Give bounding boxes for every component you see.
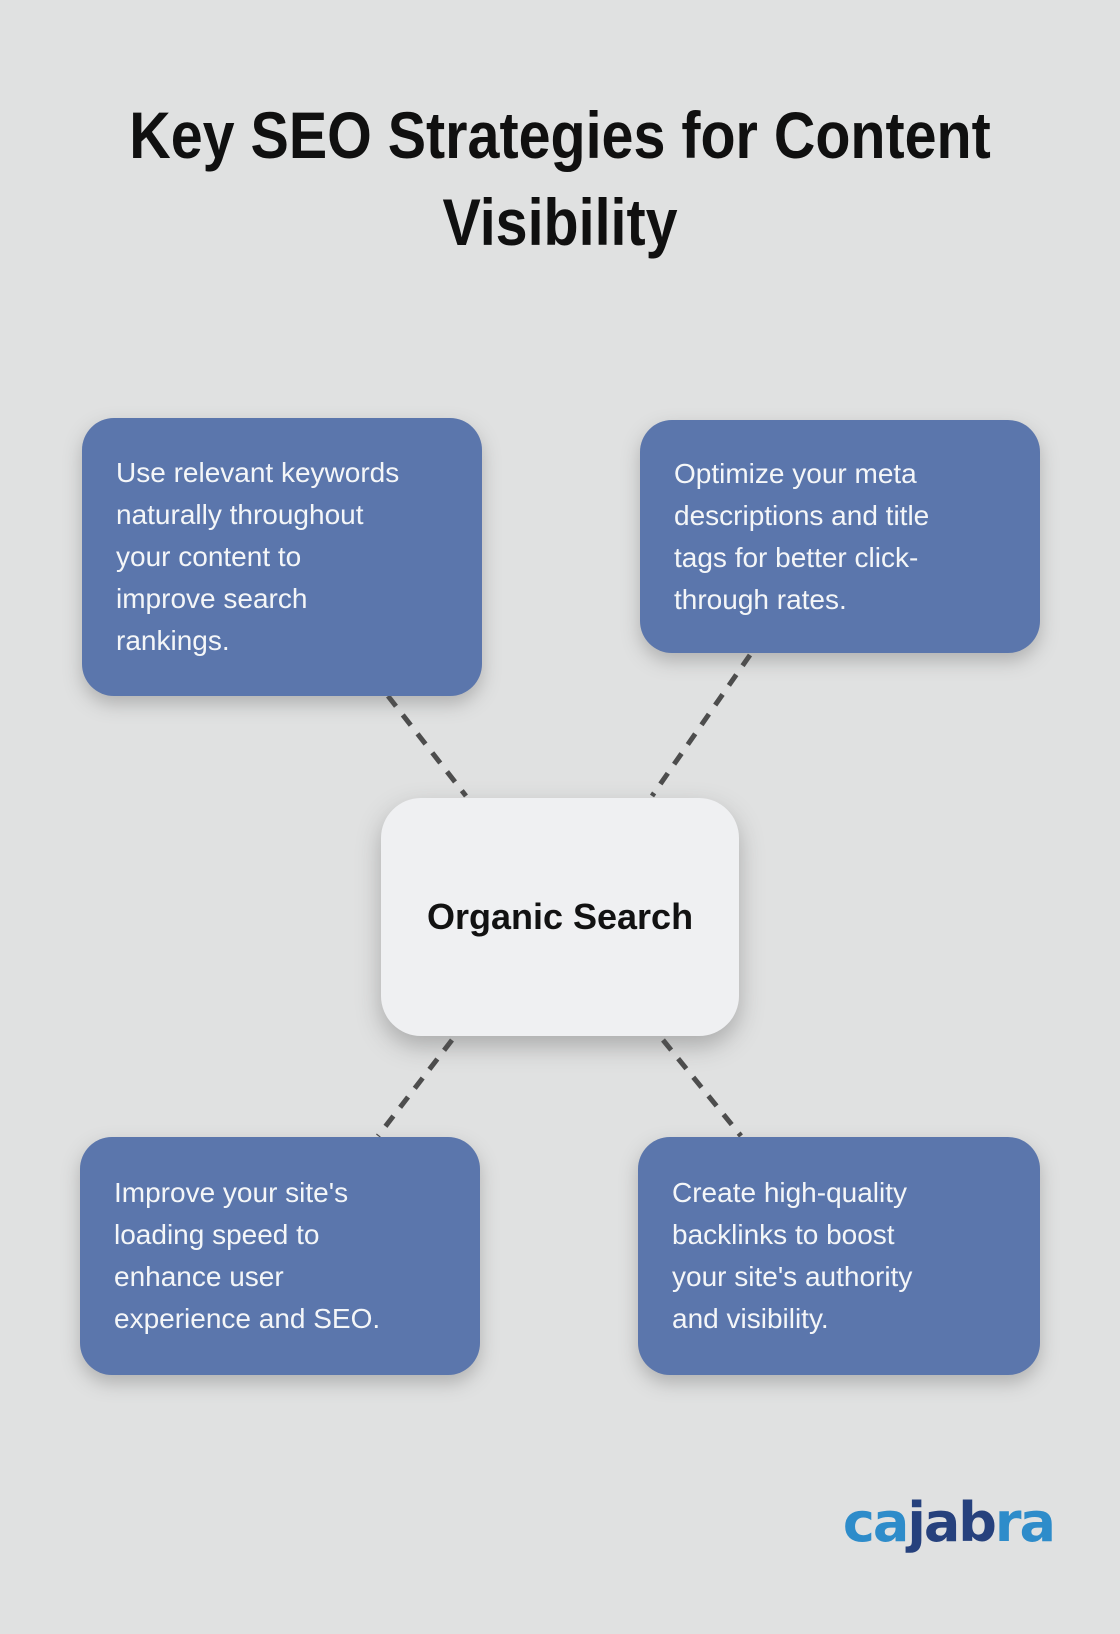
strategy-text-meta-tags: Optimize your meta descriptions and titl… xyxy=(674,457,930,615)
logo-segment-ra: ra xyxy=(994,1491,1056,1554)
connector-line-bottom-right xyxy=(661,1038,743,1138)
strategy-text-keywords: Use relevant keywords naturally througho… xyxy=(116,457,400,656)
logo-segment-ca: ca xyxy=(842,1491,909,1554)
central-node: Organic Search xyxy=(381,798,739,1036)
strategy-text-loading-speed: Improve your site's loading speed to enh… xyxy=(114,1177,381,1334)
connector-line-top-right xyxy=(649,653,753,798)
strategy-card-backlinks: Create high-quality backlinks to boost y… xyxy=(638,1137,1040,1375)
strategy-card-meta-tags: Optimize your meta descriptions and titl… xyxy=(640,420,1040,653)
connector-line-bottom-left xyxy=(376,1038,454,1138)
page-title: Key SEO Strategies for Content Visibilit… xyxy=(129,98,991,260)
strategy-text-backlinks: Create high-quality backlinks to boost y… xyxy=(672,1177,913,1334)
connector-line-top-left xyxy=(386,694,468,798)
strategy-card-loading-speed: Improve your site's loading speed to enh… xyxy=(80,1137,480,1375)
cajabra-logo: cajabra xyxy=(843,1496,1056,1550)
logo-segment-jab: jab xyxy=(907,1491,997,1554)
strategy-card-keywords: Use relevant keywords naturally througho… xyxy=(82,418,482,696)
central-node-label: Organic Search xyxy=(426,896,694,937)
